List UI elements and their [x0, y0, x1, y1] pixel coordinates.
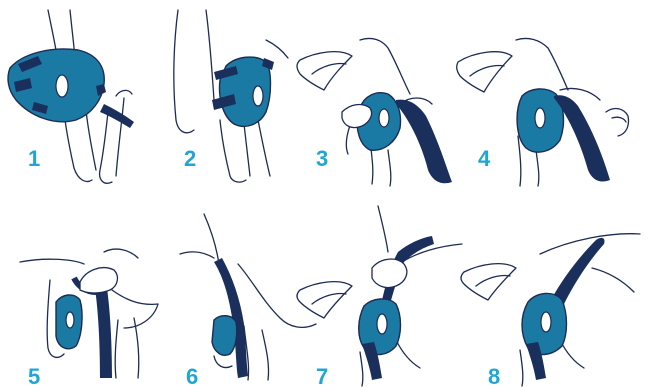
step-4-panel: 4 — [457, 38, 629, 186]
brace-front-view — [8, 49, 134, 128]
step-number-7: 7 — [316, 364, 328, 388]
step-number-4: 4 — [478, 146, 491, 171]
step-6-illustration — [180, 214, 316, 380]
hand-icon — [80, 268, 117, 293]
step-3-brace-and-strap — [357, 93, 452, 183]
step-number-1: 1 — [28, 146, 40, 171]
step-1-panel: 1 — [8, 10, 134, 183]
step-number-3: 3 — [316, 146, 328, 171]
step-5-illustration — [20, 249, 158, 378]
step-7-panel: 7 — [297, 206, 462, 388]
hand-icon — [372, 259, 407, 288]
step-number-2: 2 — [184, 146, 196, 171]
step-number-8: 8 — [488, 364, 500, 388]
step-8-brace-and-strap — [522, 238, 605, 380]
step-2-panel: 2 — [174, 10, 288, 182]
step-6-brace-and-strap — [212, 258, 248, 378]
step-number-6: 6 — [186, 364, 198, 388]
step-7-brace-and-strap — [359, 236, 434, 380]
step-7-illustration — [297, 206, 462, 386]
step-3-panel: 3 — [297, 38, 452, 186]
step-8-panel: 8 — [461, 234, 640, 388]
step-number-5: 5 — [28, 364, 40, 388]
step-6-panel: 6 — [180, 214, 316, 388]
step-5-panel: 5 — [20, 249, 158, 388]
brace-on-leg-side-view — [212, 57, 274, 126]
step-4-brace-and-strap — [517, 89, 610, 182]
